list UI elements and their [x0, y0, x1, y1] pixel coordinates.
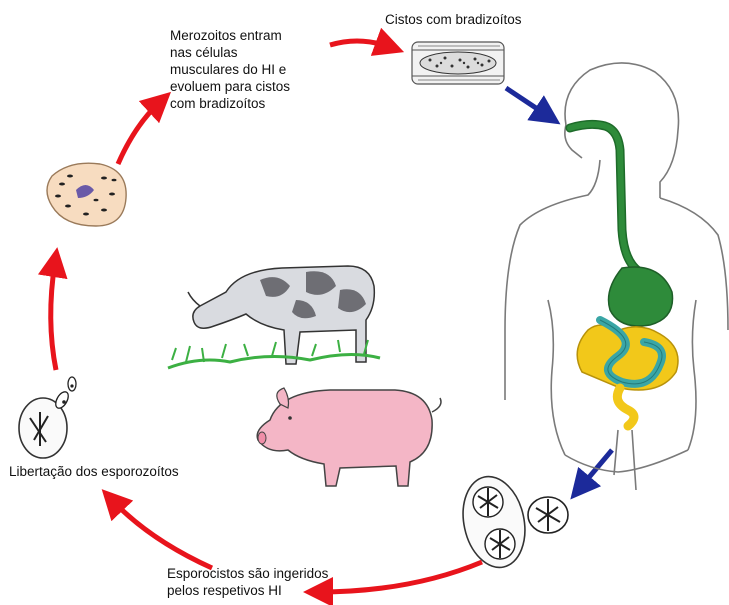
cow-icon — [168, 266, 380, 368]
label-esporocistos-line-1: Esporocistos são ingeridos — [167, 565, 328, 582]
arrow-esporocistos-to-libertacao — [112, 500, 212, 568]
digestive-tract — [570, 124, 678, 426]
pig-icon — [257, 388, 441, 486]
arrow-cell-to-merozoitos — [118, 102, 160, 164]
label-libertacao: Libertação dos esporozoítos — [9, 463, 179, 480]
label-cistos: Cistos com bradizoítos — [385, 11, 522, 28]
label-merozoitos-line-1: Merozoitos entram — [170, 27, 290, 44]
label-merozoitos: Merozoitos entram nas células musculares… — [170, 27, 290, 112]
label-merozoitos-line-2: nas células — [170, 44, 290, 61]
label-cistos-text: Cistos com bradizoítos — [385, 11, 522, 28]
sporozoites-release-icon — [19, 377, 76, 458]
label-esporocistos-line-2: pelos respetivos HI — [167, 582, 328, 599]
label-merozoitos-line-3: musculares do HI e — [170, 61, 290, 78]
sporocysts-icon — [455, 471, 568, 573]
label-libertacao-text: Libertação dos esporozoítos — [9, 463, 179, 480]
arrow-merozoitos-to-cistos — [330, 41, 390, 47]
muscle-cyst-icon — [412, 42, 504, 84]
arrow-libertacao-to-cell — [51, 262, 56, 370]
label-esporocistos: Esporocistos são ingeridos pelos respeti… — [167, 565, 328, 599]
arrow-sporocysts-to-ingested — [318, 562, 482, 592]
label-merozoitos-line-4: evoluem para cistos — [170, 78, 290, 95]
merozoite-cell-icon — [47, 163, 126, 226]
label-merozoitos-line-5: com bradizoítos — [170, 95, 290, 112]
arrow-cyst-to-mouth — [506, 88, 548, 116]
